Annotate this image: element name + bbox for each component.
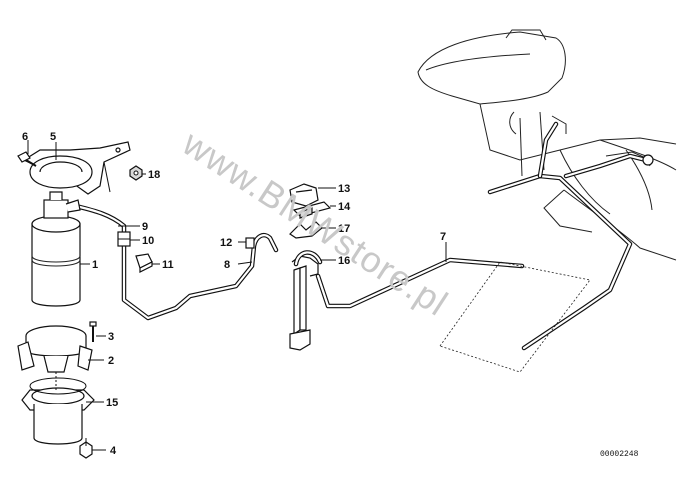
reference-plane xyxy=(439,261,591,373)
carbon-canister-1 xyxy=(31,191,81,307)
callout-18: 18 xyxy=(148,169,160,181)
callout-17: 17 xyxy=(338,223,350,235)
callout-10: 10 xyxy=(142,235,154,247)
callout-14: 14 xyxy=(338,201,351,213)
nut-18 xyxy=(129,165,143,181)
callout-9: 9 xyxy=(142,221,148,233)
document-number: 00002248 xyxy=(600,450,639,459)
clip-17 xyxy=(289,221,323,239)
hose-clamp-10 xyxy=(117,231,131,247)
bolt-3 xyxy=(89,321,97,342)
fuel-tank-outline xyxy=(417,29,677,261)
callout-1: 1 xyxy=(92,259,98,271)
clip-14 xyxy=(292,201,332,219)
callout-11: 11 xyxy=(162,259,174,271)
fuel-line-7 xyxy=(315,121,654,351)
lower-mount-15 xyxy=(21,372,95,445)
pipe-fitting-16 xyxy=(289,250,323,351)
watermark-text: www.BMWstore.pl xyxy=(175,122,456,324)
hose-clamp-12 xyxy=(245,237,255,249)
nut-4 xyxy=(79,438,93,459)
callout-12: 12 xyxy=(220,237,232,249)
callout-5: 5 xyxy=(50,131,56,143)
leader-lines xyxy=(27,140,447,451)
callout-16: 16 xyxy=(338,255,350,267)
hose-9 xyxy=(73,203,279,321)
callout-7: 7 xyxy=(440,231,446,243)
callout-13: 13 xyxy=(338,183,350,195)
canister-holder-2 xyxy=(17,325,93,373)
bracket-5 xyxy=(22,141,131,195)
callout-15: 15 xyxy=(106,397,118,409)
clip-11 xyxy=(135,253,153,273)
callout-labels: 6 5 18 1 9 10 11 3 2 15 4 12 8 13 14 17 … xyxy=(22,131,446,457)
callout-4: 4 xyxy=(110,445,117,457)
callout-2: 2 xyxy=(108,355,114,367)
callout-3: 3 xyxy=(108,331,114,343)
clip-13 xyxy=(289,183,319,207)
bolt-6 xyxy=(17,151,37,167)
callout-6: 6 xyxy=(22,131,28,143)
callout-8: 8 xyxy=(224,259,230,271)
